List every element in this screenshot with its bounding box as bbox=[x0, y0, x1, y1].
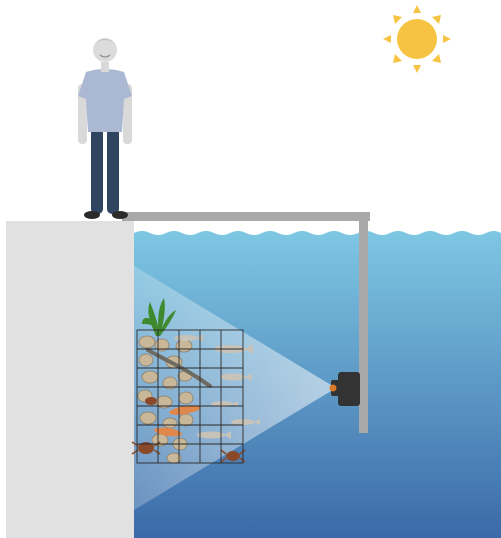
sun-icon bbox=[383, 5, 451, 73]
concrete-dock bbox=[6, 221, 134, 538]
person bbox=[78, 38, 132, 219]
